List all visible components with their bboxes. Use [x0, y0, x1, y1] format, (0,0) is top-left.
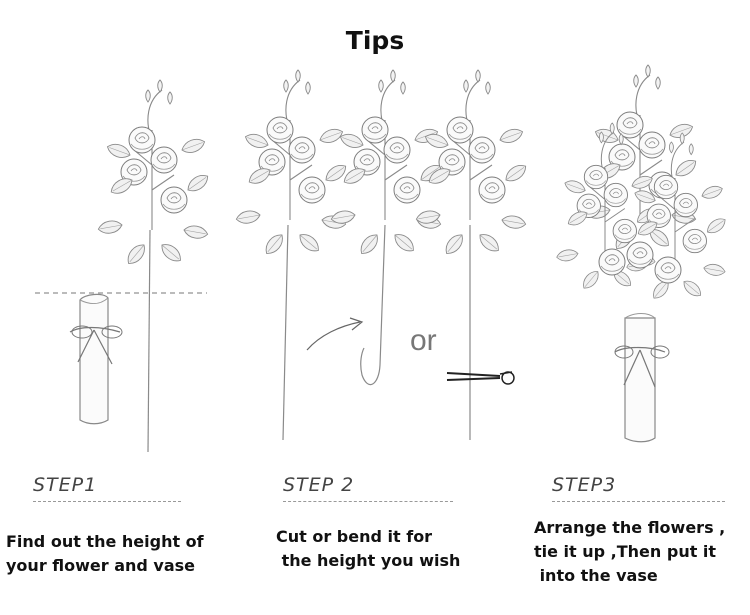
- step2-description-line: Cut or bend it for: [276, 527, 433, 546]
- or-label: or: [410, 324, 437, 357]
- step2-description-line: the height you wish: [276, 551, 461, 570]
- step2-description: Cut or bend it for the height you wish: [276, 525, 460, 573]
- step3-divider: [552, 501, 725, 502]
- step3-description-line: tie it up ,Then put it: [534, 542, 717, 561]
- step2-divider: [283, 501, 453, 502]
- step2-label: STEP 2: [283, 474, 355, 496]
- step1-description-line: your flower and vase: [6, 556, 196, 575]
- scissors-icon: [446, 371, 515, 385]
- step2-flower-sketch-2: [330, 70, 444, 386]
- page-title: Tips: [345, 26, 405, 55]
- step3-bouquet-sketch: [556, 65, 728, 443]
- step1-vase-sketch: [69, 293, 123, 425]
- step1-description-line: Find out the height of: [6, 532, 204, 551]
- step3-label: STEP3: [552, 474, 617, 496]
- step3-description-line: into the vase: [534, 566, 658, 585]
- step1-flower-sketch: [97, 80, 211, 453]
- step3-description: Arrange the flowers , tie it up ,Then pu…: [534, 516, 725, 588]
- step2-flower-sketch-1: [235, 70, 349, 441]
- step1-divider: [33, 501, 181, 502]
- step1-description: Find out the height of your flower and v…: [6, 530, 204, 578]
- step2-flower-sketch-3: [415, 70, 529, 440]
- step3-description-line: Arrange the flowers ,: [534, 518, 726, 537]
- bend-arrow-icon: [306, 317, 364, 351]
- step1-label: STEP1: [33, 474, 98, 496]
